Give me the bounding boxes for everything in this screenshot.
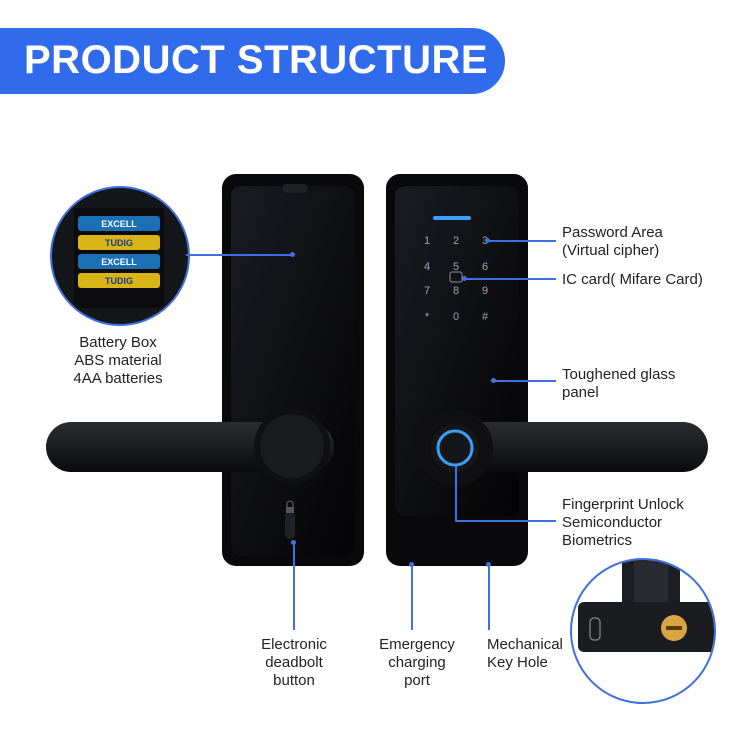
label-line: button [273,672,315,689]
keyhole-label: Mechanical Key Hole [487,636,563,672]
battery-box-label: Battery Box ABS material 4AA batteries [62,334,174,388]
deadbolt-button [285,511,295,539]
label-line: Semiconductor [562,514,663,531]
battery-box-zoom: EXCELL TUDIG EXCELL TUDIG [50,186,190,326]
deadbolt-label: Electronic deadbolt button [244,636,344,690]
label-line: 4AA batteries [73,370,163,387]
battery-cell [78,216,160,231]
label-line: Password Area [562,224,663,241]
status-led [433,216,471,220]
svg-text:6: 6 [482,261,488,273]
label-line: Electronic [261,636,327,653]
battery-brand: TUDIG [105,238,133,248]
interior-lock-body [222,174,364,566]
label-line: Fingerprint Unlock [562,496,684,513]
svg-text:4: 4 [424,261,430,273]
svg-text:1: 1 [424,235,430,247]
interior-handle [46,408,334,484]
svg-text:#: # [482,311,489,323]
svg-text:*: * [425,311,430,323]
battery-brand: TUDIG [105,276,133,286]
label-line: Battery Box [79,334,157,351]
password-area-label: Password Area (Virtual cipher) [562,224,663,260]
battery-brand: EXCELL [101,257,137,267]
label-line: port [404,672,430,689]
label-line: ABS material [74,352,162,369]
label-line: (Virtual cipher) [562,242,660,259]
label-line: Biometrics [562,532,633,549]
title-banner: PRODUCT STRUCTURE [0,28,505,94]
label-line: charging [388,654,446,671]
svg-text:8: 8 [453,285,459,297]
label-line: Emergency [379,636,455,653]
toughened-glass-label: Toughened glass panel [562,366,675,402]
svg-text:7: 7 [424,285,430,297]
battery-brand: EXCELL [101,219,137,229]
fingerprint-ring [436,429,474,467]
fingerprint-label: Fingerprint Unlock Semiconductor Biometr… [562,496,684,550]
battery-cell [78,235,160,250]
exterior-lock-body [386,174,528,566]
label-line: Key Hole [487,654,548,671]
svg-text:2: 2 [453,235,459,247]
label-line: Mechanical [487,636,563,653]
svg-text:5: 5 [453,261,459,273]
battery-cell [78,273,160,288]
label-line: panel [562,384,599,401]
ic-card-label: IC card( Mifare Card) [562,271,703,288]
charging-port-label: Emergency charging port [367,636,467,690]
page-title: PRODUCT STRUCTURE [24,38,489,82]
label-line: Toughened glass [562,366,676,383]
label-line: deadbolt [265,654,323,671]
battery-cell [78,254,160,269]
svg-text:9: 9 [482,285,488,297]
exterior-handle [417,410,708,486]
keyhole-zoom [570,558,716,704]
svg-text:0: 0 [453,311,459,323]
